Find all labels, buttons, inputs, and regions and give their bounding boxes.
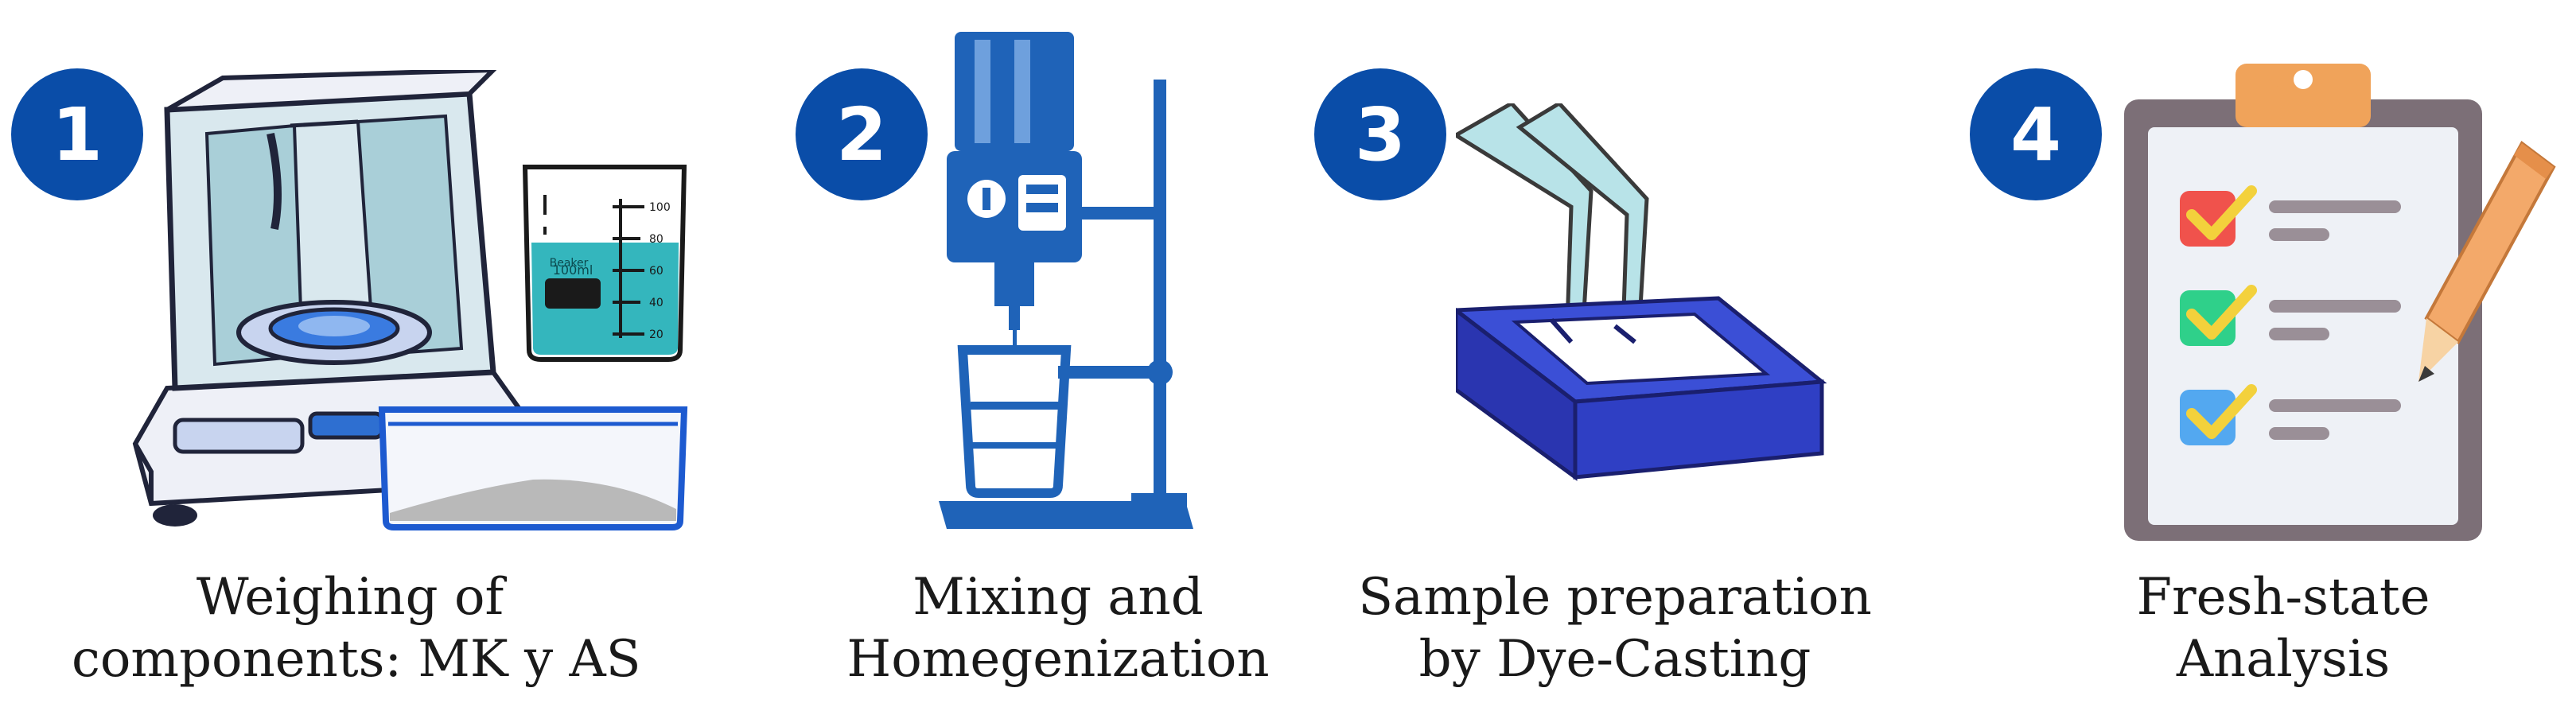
step-2: 2 Mixing and Homegenization: [636, 0, 1273, 715]
step-badge-1: 1: [11, 68, 143, 200]
step-1-caption-line1: Weighing of: [196, 568, 504, 627]
step-badge-2: 2: [796, 68, 928, 200]
beaker-tick-40: 40: [649, 297, 663, 309]
beaker-tick-80: 80: [649, 233, 663, 246]
step-3-caption: Sample preparation by Dye-Casting: [1321, 566, 1909, 690]
beaker-tick-20: 20: [649, 328, 663, 341]
step-1-caption: Weighing of components: MK y AS: [72, 566, 641, 690]
pencil-icon: [2418, 141, 2556, 382]
step-3-caption-line1: Sample preparation: [1358, 568, 1872, 627]
step-2-caption-line2: Homegenization: [846, 630, 1270, 689]
beaker-tick-60: 60: [649, 265, 663, 278]
step-2-caption-line1: Mixing and: [912, 568, 1204, 627]
beaker-icon: Beaker 100ml 100 80 60 40 20: [522, 165, 687, 362]
step-3: 3 Sample preparation by Dye-Casting: [1273, 0, 1925, 715]
beaker-tick-100: 100: [649, 201, 671, 214]
powder-tray-icon: [378, 406, 688, 530]
beaker-volume-label: 100ml: [553, 262, 593, 278]
step-badge-3: 3: [1314, 68, 1446, 200]
step-4-caption: Fresh-state Analysis: [2045, 566, 2522, 690]
step-3-caption-line2: by Dye-Casting: [1418, 630, 1811, 689]
analytical-balance-icon: [132, 70, 536, 527]
beaker-brand-label: Beaker: [550, 257, 589, 270]
step-1-caption-line2: components: MK y AS: [72, 630, 641, 689]
step-4-caption-line2: Analysis: [2176, 630, 2391, 689]
step-1: 1 Beaker 100ml 100 80: [0, 0, 688, 715]
clipboard-checklist-icon: [2124, 64, 2482, 541]
step-4: 4 Fresh-state Analysis: [1925, 0, 2576, 715]
step-2-caption: Mixing and Homegenization: [835, 566, 1281, 690]
overhead-stirrer-icon: [939, 32, 1193, 529]
casting-mold-icon: [1456, 103, 1827, 481]
step-badge-4: 4: [1970, 68, 2102, 200]
step-4-caption-line1: Fresh-state: [2136, 568, 2430, 627]
